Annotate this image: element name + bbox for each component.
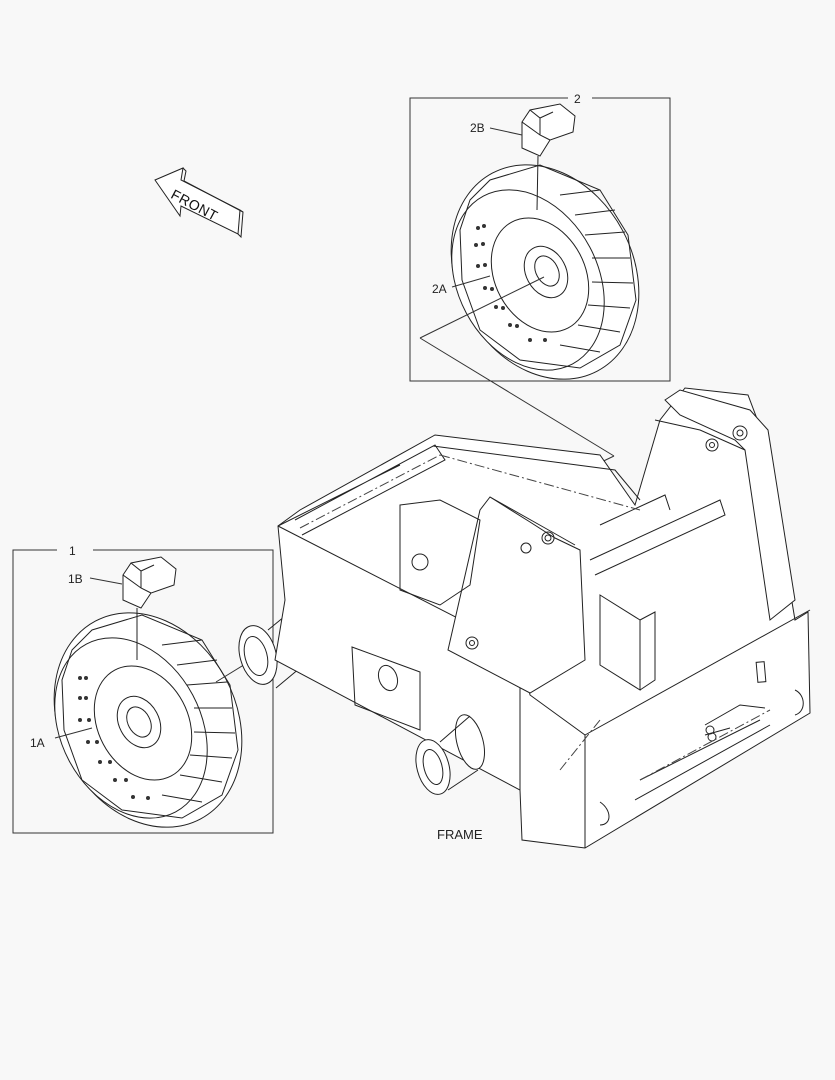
tread-block-2B-icon bbox=[521, 103, 576, 211]
part-label-2B: 2B bbox=[470, 121, 485, 135]
part-label-1A: 1A bbox=[30, 736, 45, 750]
front-arrow-icon bbox=[154, 167, 244, 239]
callout-label-2: 2 bbox=[568, 93, 587, 105]
part-label-1B: 1B bbox=[68, 572, 83, 586]
wheel-2A-icon bbox=[450, 164, 640, 380]
callout-box-1 bbox=[12, 549, 274, 834]
callout-box-2 bbox=[409, 97, 671, 382]
machine-frame-icon bbox=[274, 387, 811, 849]
wheel-1A-icon bbox=[53, 612, 243, 828]
diagram-title: FRAME bbox=[437, 827, 483, 842]
callout-label-1: 1 bbox=[63, 545, 82, 557]
tread-block-1B-icon bbox=[122, 556, 177, 660]
part-label-2A: 2A bbox=[432, 282, 447, 296]
centerlines bbox=[299, 454, 771, 781]
